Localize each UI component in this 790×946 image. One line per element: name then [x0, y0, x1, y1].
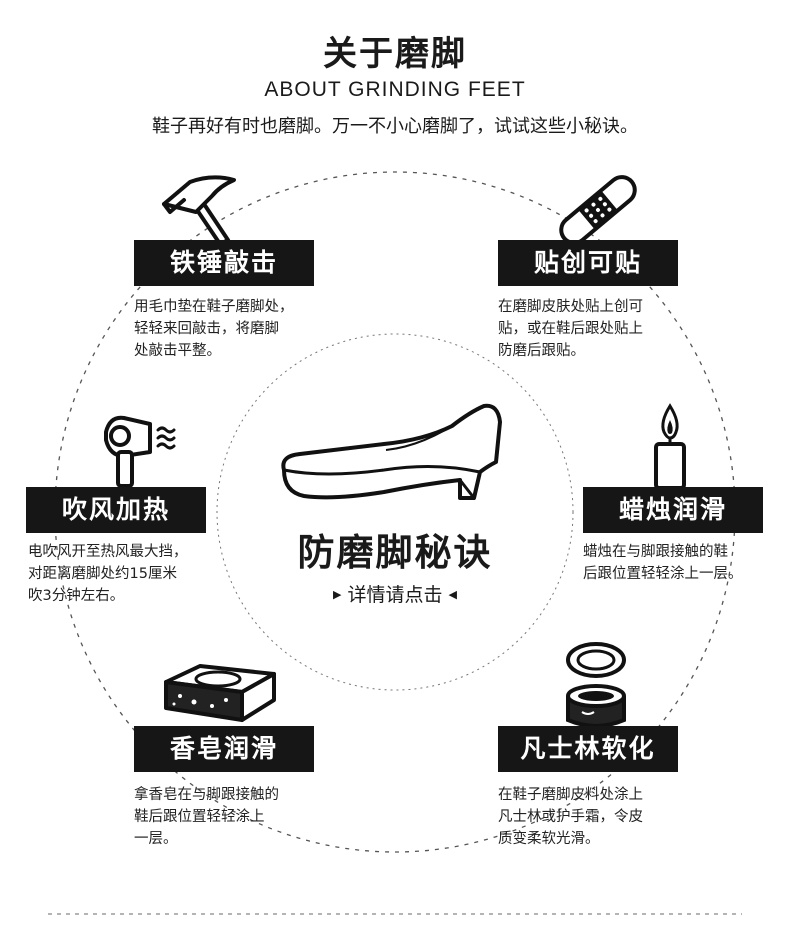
- desc-line: 吹3分钟左右。: [28, 588, 125, 604]
- shoe-icon: [281, 403, 502, 500]
- desc-line: 电吹风开至热风最大挡，: [28, 544, 188, 560]
- desc-line: 在磨脚皮肤处贴上创可: [498, 299, 643, 315]
- tip-label-vaseline[interactable]: 凡士林软化: [498, 726, 678, 772]
- desc-line: 后跟位置轻轻涂上一层。: [583, 566, 743, 582]
- desc-line: 一层。: [134, 831, 178, 847]
- hammer-icon: [162, 175, 236, 246]
- tip-label-soap[interactable]: 香皂润滑: [134, 726, 314, 772]
- vaseline-jar-icon: [566, 642, 626, 728]
- tip-desc-soap: 拿香皂在与脚跟接触的 鞋后跟位置轻轻涂上 一层。: [134, 784, 279, 850]
- center-title: 防磨脚秘诀: [297, 531, 493, 574]
- hair-dryer-icon: [104, 415, 176, 488]
- tip-label-hammer[interactable]: 铁锤敲击: [134, 240, 314, 286]
- tip-desc-candle: 蜡烛在与脚跟接触的鞋 后跟位置轻轻涂上一层。: [583, 541, 743, 585]
- desc-line: 在鞋子磨脚皮料处涂上: [498, 787, 643, 803]
- desc-line: 拿香皂在与脚跟接触的: [134, 787, 279, 803]
- desc-line: 处敲击平整。: [134, 343, 221, 359]
- inner-dotted-circle: [216, 333, 574, 691]
- band-aid-icon: [559, 175, 637, 245]
- candle-icon: [654, 403, 686, 490]
- tip-label-band-aid[interactable]: 贴创可贴: [498, 240, 678, 286]
- desc-line: 贴，或在鞋后跟处贴上: [498, 321, 643, 337]
- details-link[interactable]: ▶ 详情请点击 ◀: [300, 580, 490, 607]
- desc-line: 防磨后跟贴。: [498, 343, 585, 359]
- desc-line: 用毛巾垫在鞋子磨脚处，: [134, 299, 294, 315]
- desc-line: 质变柔软光滑。: [498, 831, 600, 847]
- desc-line: 鞋后跟位置轻轻涂上: [134, 809, 265, 825]
- desc-line: 对距离磨脚处约15厘米: [28, 566, 177, 582]
- desc-line: 轻轻来回敲击，将磨脚: [134, 321, 279, 337]
- page-title: 关于磨脚: [323, 34, 467, 74]
- details-link-text: 详情请点击: [347, 584, 443, 606]
- tip-desc-hair-dryer: 电吹风开至热风最大挡， 对距离磨脚处约15厘米 吹3分钟左右。: [28, 541, 188, 607]
- triangle-left-icon: ◀: [448, 588, 457, 601]
- triangle-right-icon: ▶: [333, 588, 342, 601]
- tip-desc-band-aid: 在磨脚皮肤处贴上创可 贴，或在鞋后跟处贴上 防磨后跟贴。: [498, 296, 643, 362]
- tip-desc-vaseline: 在鞋子磨脚皮料处涂上 凡士林或护手霜，令皮 质变柔软光滑。: [498, 784, 643, 850]
- soap-icon: [164, 664, 276, 722]
- intro-text: 鞋子再好有时也磨脚。万一不小心磨脚了，试试这些小秘诀。: [152, 116, 638, 137]
- tip-label-hair-dryer[interactable]: 吹风加热: [26, 487, 206, 533]
- tip-label-candle[interactable]: 蜡烛润滑: [583, 487, 763, 533]
- tip-desc-hammer: 用毛巾垫在鞋子磨脚处， 轻轻来回敲击，将磨脚 处敲击平整。: [134, 296, 294, 362]
- desc-line: 蜡烛在与脚跟接触的鞋: [583, 544, 728, 560]
- desc-line: 凡士林或护手霜，令皮: [498, 809, 643, 825]
- page-subtitle: ABOUT GRINDING FEET: [264, 78, 526, 101]
